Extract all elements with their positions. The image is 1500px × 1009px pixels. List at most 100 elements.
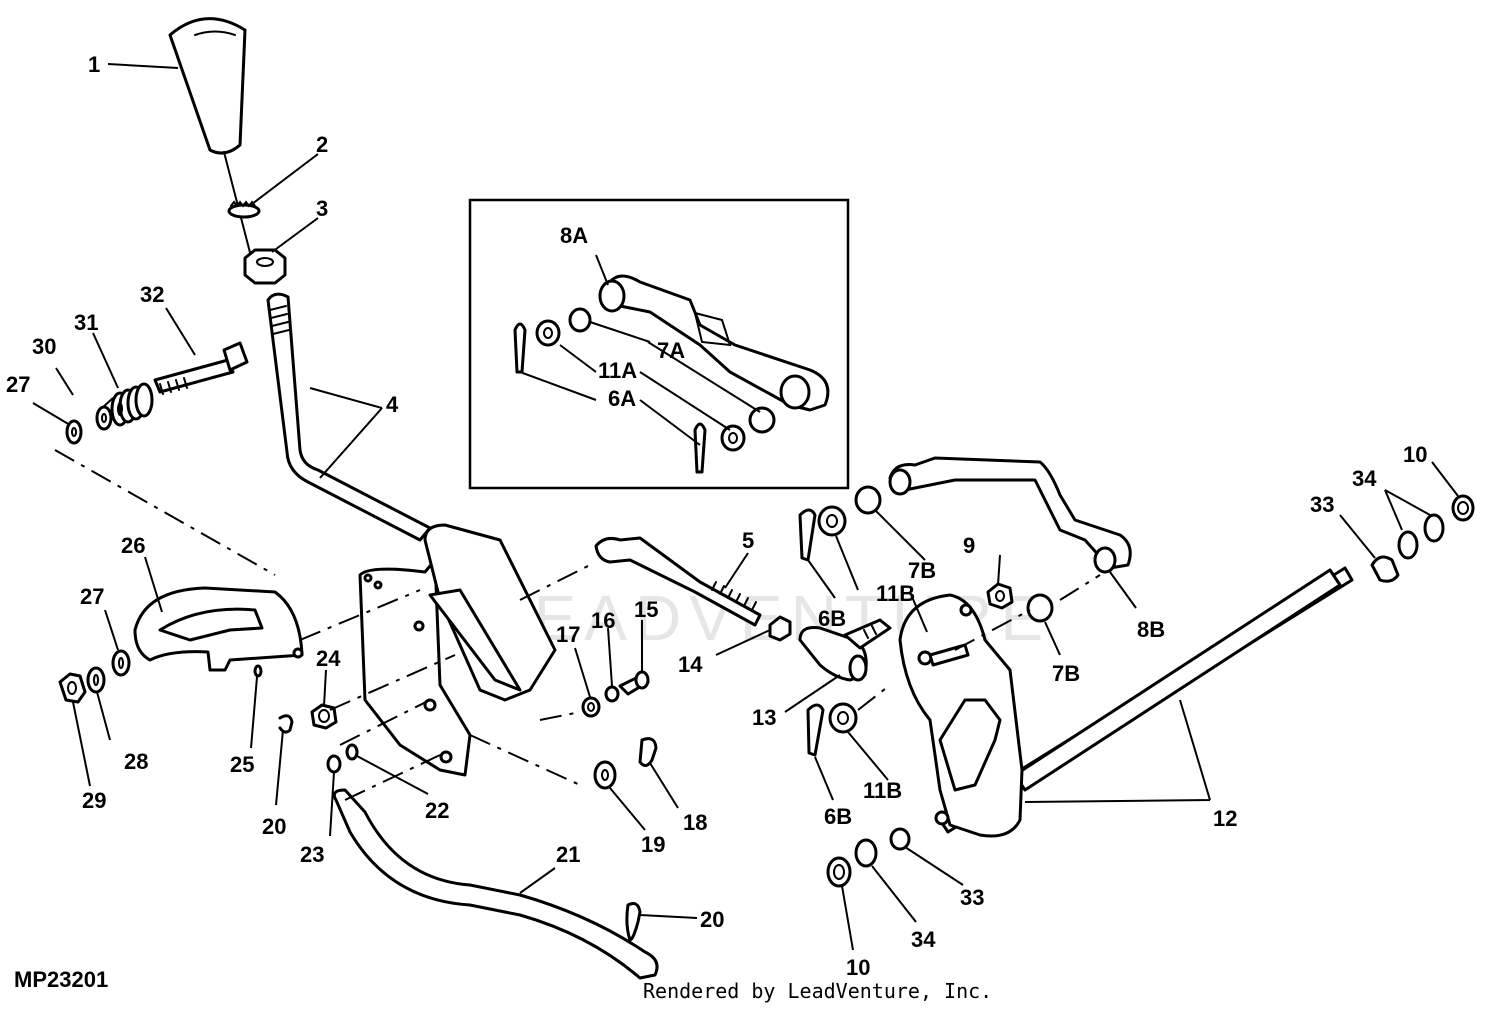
part-bushing-7a-upper [568, 307, 592, 333]
callout-31: 31 [74, 310, 98, 335]
callout-10-bottom: 10 [846, 955, 870, 980]
inset-box [468, 198, 850, 490]
callout-6b-lower: 6B [824, 804, 852, 829]
part-clip-18 [638, 737, 658, 767]
part-washer-17 [581, 696, 601, 718]
part-washer-11b-upper [817, 505, 847, 537]
callout-15: 15 [634, 597, 658, 622]
part-lockwasher [227, 200, 261, 219]
part-cotter-6b-upper [798, 508, 817, 562]
callout-3: 3 [316, 196, 328, 221]
callout-25: 25 [230, 752, 254, 777]
part-knob [168, 17, 255, 269]
callout-8b: 8B [1137, 617, 1165, 642]
callout-7b-lower: 7B [1052, 661, 1080, 686]
footer-credit: Rendered by LeadVenture, Inc. [643, 979, 992, 1003]
part-swivel-13 [798, 618, 892, 682]
part-washer-28 [86, 666, 106, 694]
callout-19: 19 [641, 832, 665, 857]
part-washer-34-right-b [1423, 513, 1445, 543]
callout-32: 32 [140, 282, 164, 307]
part-gate-plate-26 [133, 586, 304, 672]
part-clip-10-bottom [826, 856, 852, 888]
callout-9: 9 [963, 533, 975, 558]
part-cotter-6b-lower [806, 703, 825, 757]
callout-28: 28 [124, 749, 148, 774]
part-washer-11a-lower [720, 424, 746, 452]
part-bushing-24 [310, 703, 338, 730]
assembly-lines [54, 449, 1101, 801]
part-link-8b [888, 456, 1132, 574]
callout-24: 24 [316, 646, 341, 671]
part-washer-34-bottom [854, 838, 878, 868]
callout-7b-upper: 7B [908, 558, 936, 583]
part-washer-19 [593, 760, 617, 790]
callout-8a: 8A [560, 223, 588, 248]
callout-20-left: 20 [262, 814, 286, 839]
part-bolt-32 [153, 341, 249, 395]
part-nut-9 [986, 582, 1014, 610]
part-clip-10-right [1451, 494, 1475, 522]
callout-27-mid: 27 [80, 584, 104, 609]
part-washer-22 [345, 743, 359, 761]
callout-18: 18 [683, 810, 707, 835]
leader-lines [32, 63, 1459, 951]
callout-12: 12 [1213, 806, 1237, 831]
part-bushing-33-right [1370, 555, 1400, 583]
part-washer-30 [95, 405, 113, 431]
callout-6b-upper: 6B [818, 606, 846, 631]
part-shaft-12 [898, 566, 1354, 838]
callout-23: 23 [300, 842, 324, 867]
callout-5: 5 [742, 528, 754, 553]
callout-33-right: 33 [1310, 492, 1334, 517]
part-rod-21 [332, 788, 659, 980]
callout-34-bottom: 34 [911, 927, 936, 952]
part-washer-27-top [65, 419, 83, 445]
part-nut-3 [243, 248, 287, 285]
part-washer-27-mid [111, 649, 131, 677]
part-mount-bracket [358, 523, 557, 777]
callout-labels: 1 2 3 4 5 8A 7A 11A 6A 32 31 30 27 26 27… [6, 52, 1427, 980]
callout-7a: 7A [657, 338, 685, 363]
callout-30: 30 [32, 334, 56, 359]
callout-2: 2 [316, 132, 328, 157]
callout-1: 1 [88, 52, 100, 77]
callout-14: 14 [678, 652, 703, 677]
part-nut-16 [604, 685, 620, 703]
callout-29: 29 [82, 788, 106, 813]
callout-26: 26 [121, 533, 145, 558]
part-washer-34-right-a [1397, 530, 1419, 560]
callout-22: 22 [425, 798, 449, 823]
part-rod-5 [594, 536, 762, 627]
part-nut-14 [768, 615, 792, 642]
part-link-8a [598, 274, 830, 412]
callout-11a: 11A [598, 358, 637, 383]
callout-11b-lower: 11B [863, 778, 902, 803]
part-bushing-7a-lower [748, 406, 776, 434]
part-clip-20-bottom [625, 902, 642, 942]
part-clip-20-left [278, 714, 294, 734]
part-nut-29 [58, 672, 87, 704]
part-washer-11a-upper [535, 319, 561, 347]
part-screw-15 [618, 670, 650, 696]
callout-6a: 6A [608, 386, 636, 411]
part-bushing-7b-upper [854, 485, 882, 515]
callout-16: 16 [591, 608, 615, 633]
callout-34-right: 34 [1352, 466, 1377, 491]
callout-13: 13 [752, 705, 776, 730]
part-bushing-33-bottom [889, 827, 911, 851]
part-shift-lever [266, 292, 432, 542]
part-cotter-6a-lower [693, 422, 707, 474]
callout-4: 4 [386, 392, 399, 417]
part-spring-31 [110, 382, 154, 427]
callout-10-right: 10 [1403, 442, 1427, 467]
callout-33-bottom: 33 [960, 885, 984, 910]
diagram-code: MP23201 [14, 967, 108, 992]
part-nut-23 [326, 754, 342, 774]
part-washer-11b-lower [828, 702, 858, 734]
callout-11b-upper: 11B [876, 581, 915, 606]
callout-21: 21 [556, 842, 580, 867]
part-pin-25 [253, 664, 263, 678]
part-cotter-6a-upper [513, 322, 527, 374]
